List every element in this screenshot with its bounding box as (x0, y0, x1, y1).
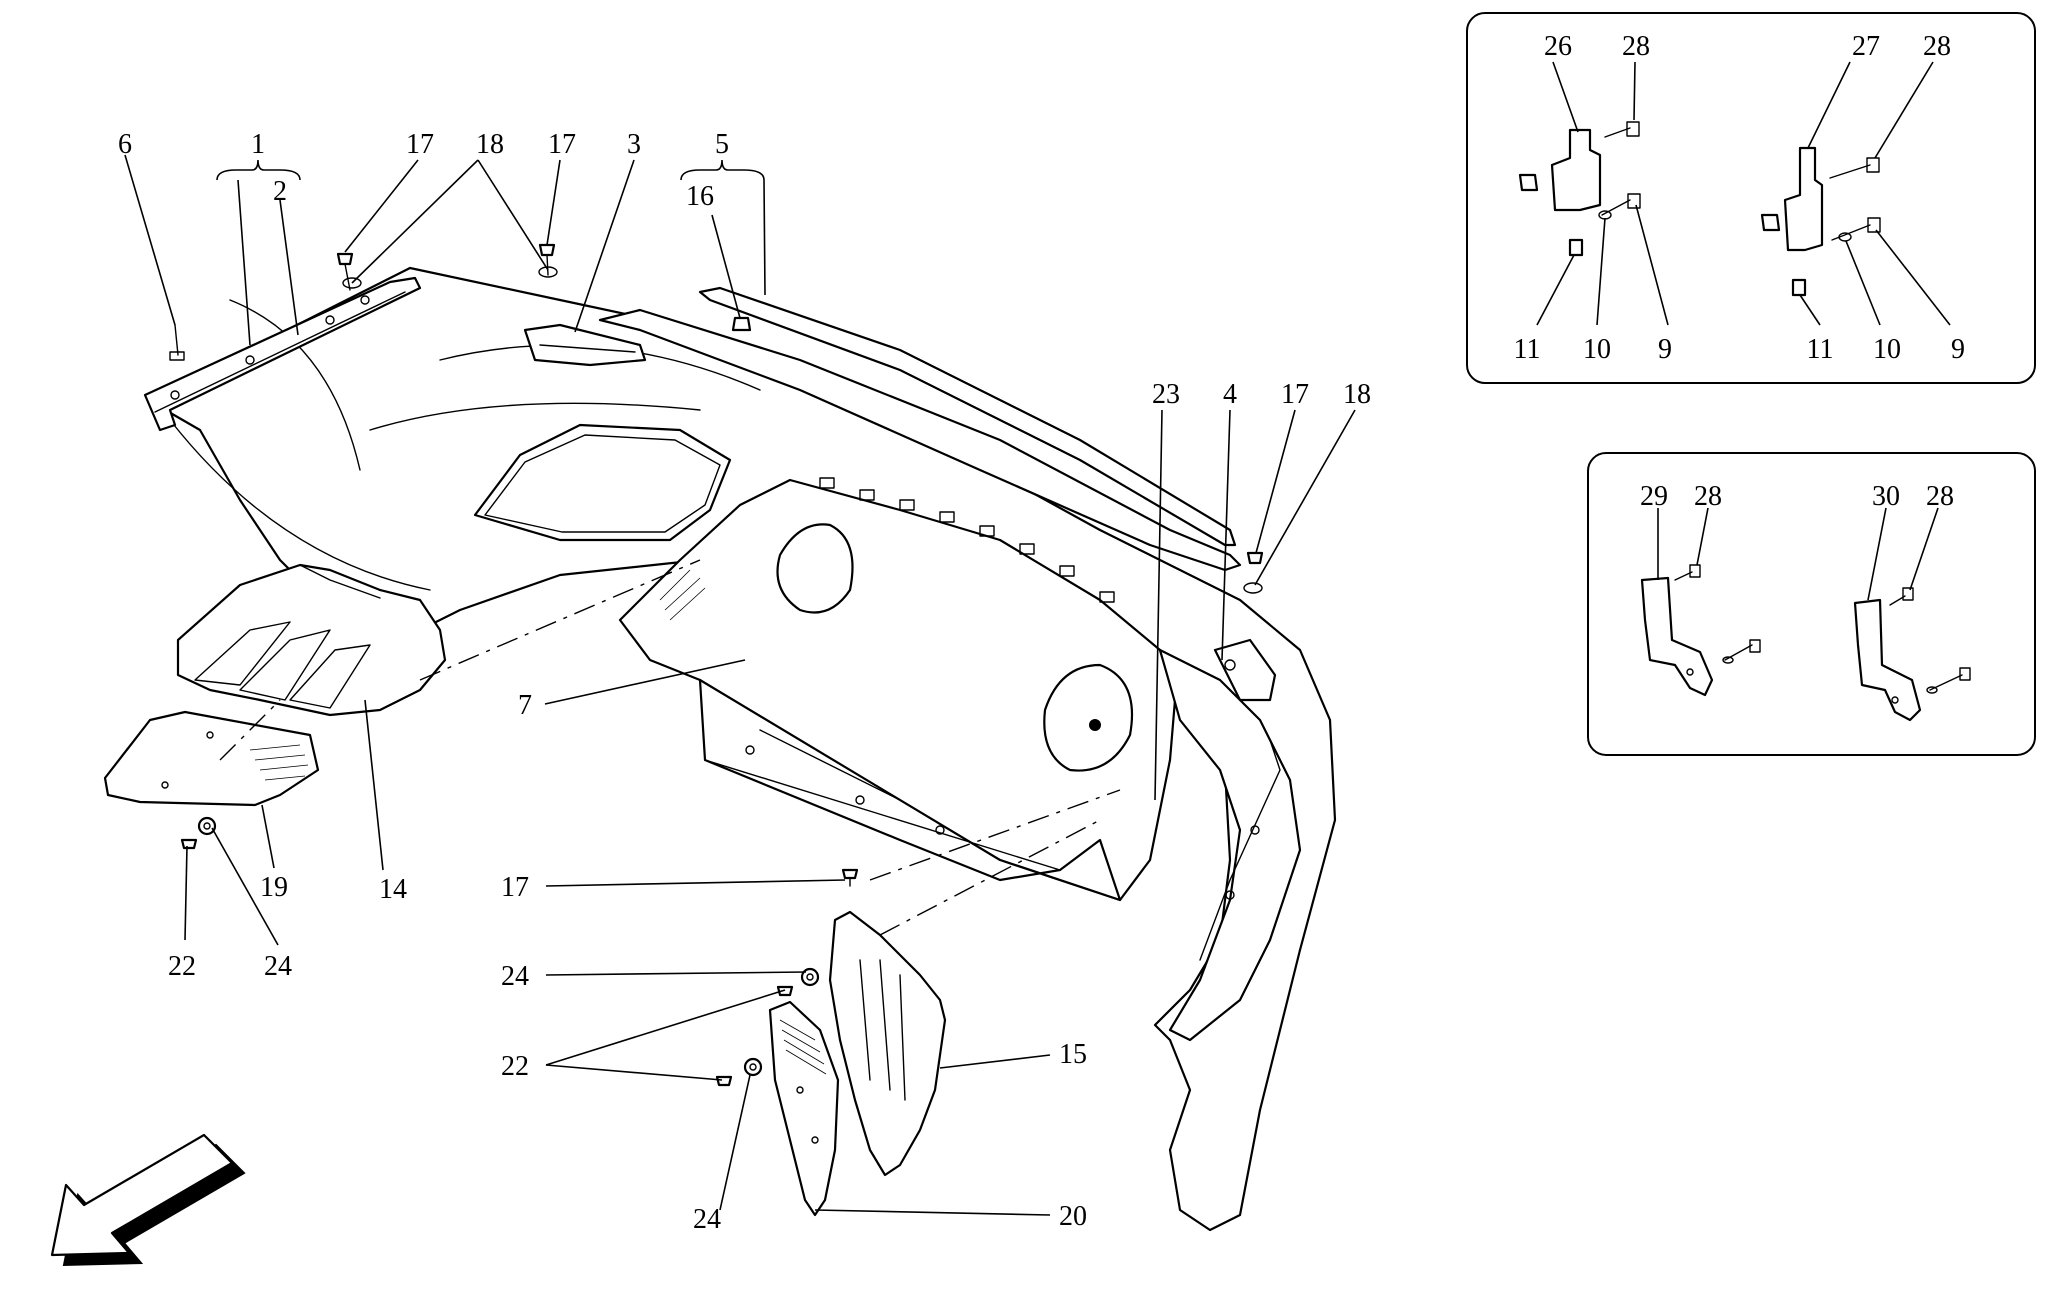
callout-24: 24 (693, 1204, 721, 1235)
callout-18: 18 (476, 129, 504, 160)
right-lower-mesh (768, 1000, 840, 1217)
main-callouts: 6 1 2 17 18 17 3 5 16 23 4 17 18 7 14 19… (118, 129, 1371, 1235)
inset-callout-10: 10 (1583, 334, 1611, 365)
bezel-grille-slat-1 (194, 621, 291, 686)
inset-top-frame (1466, 12, 2036, 384)
inset-callout-10: 10 (1873, 334, 1901, 365)
callout-16: 16 (686, 181, 714, 212)
leader-lines (124, 154, 1356, 1216)
inset-callout-30: 30 (1872, 481, 1900, 512)
bracket-30 (1853, 598, 1922, 722)
callout-14: 14 (379, 874, 407, 905)
callout-5: 5 (715, 129, 729, 160)
callout-4: 4 (1223, 379, 1237, 410)
callout-7: 7 (518, 690, 532, 721)
upper-trim-strip (598, 308, 1242, 572)
inset-top: 26 28 11 10 9 27 28 11 10 9 (1466, 12, 2036, 384)
inset-callout-28: 28 (1622, 31, 1650, 62)
right-lower-insert (828, 910, 947, 1177)
left-mounting-rail (143, 276, 422, 432)
inset-callout-9: 9 (1658, 334, 1672, 365)
bracket-26 (1550, 128, 1602, 212)
callout-17: 17 (548, 129, 576, 160)
callout-1: 1 (251, 129, 265, 160)
callout-20: 20 (1059, 1201, 1087, 1232)
rear-bumper-assembly (103, 243, 1337, 1232)
callout-15: 15 (1059, 1039, 1087, 1070)
bumper-shell (146, 266, 1337, 1232)
bezel-grille-slat-2 (239, 629, 331, 701)
bezel-grille-slat-3 (289, 644, 371, 709)
callout-18: 18 (1343, 379, 1371, 410)
callout-22: 22 (501, 1051, 529, 1082)
callout-2: 2 (273, 176, 287, 207)
callout-17: 17 (501, 872, 529, 903)
inset-callout-29: 29 (1640, 481, 1668, 512)
callout-6: 6 (118, 129, 132, 160)
inset-callout-28: 28 (1694, 481, 1722, 512)
inset-callout-27: 27 (1852, 31, 1880, 62)
callout-23: 23 (1152, 379, 1180, 410)
left-lower-cover (103, 710, 320, 807)
bracket-29 (1640, 576, 1714, 697)
inset-callout-28: 28 (1926, 481, 1954, 512)
inset-callout-26: 26 (1544, 31, 1572, 62)
right-mount-bracket (1213, 638, 1277, 702)
left-exhaust-bezel (176, 563, 447, 717)
arrow-down-left-icon (50, 1133, 246, 1267)
exhaust-hole-left (776, 523, 854, 614)
callout-3: 3 (627, 129, 641, 160)
callout-24: 24 (501, 961, 529, 992)
exhaust-opening-upper (473, 423, 732, 542)
inset-callout-11: 11 (1807, 334, 1834, 365)
inset-callout-9: 9 (1951, 334, 1965, 365)
callout-19: 19 (260, 872, 288, 903)
callout-17: 17 (1281, 379, 1309, 410)
callout-24: 24 (264, 951, 292, 982)
inset-bottom: 29 28 30 28 (1587, 452, 2036, 756)
bracket-part-3 (523, 323, 647, 367)
trim-strip-upper-rail (698, 286, 1237, 547)
callout-17: 17 (406, 129, 434, 160)
callout-22: 22 (168, 951, 196, 982)
inset-callout-28: 28 (1923, 31, 1951, 62)
bracket-27 (1783, 146, 1824, 252)
exhaust-hole-right (1043, 663, 1134, 772)
inset-callout-11: 11 (1514, 334, 1541, 365)
